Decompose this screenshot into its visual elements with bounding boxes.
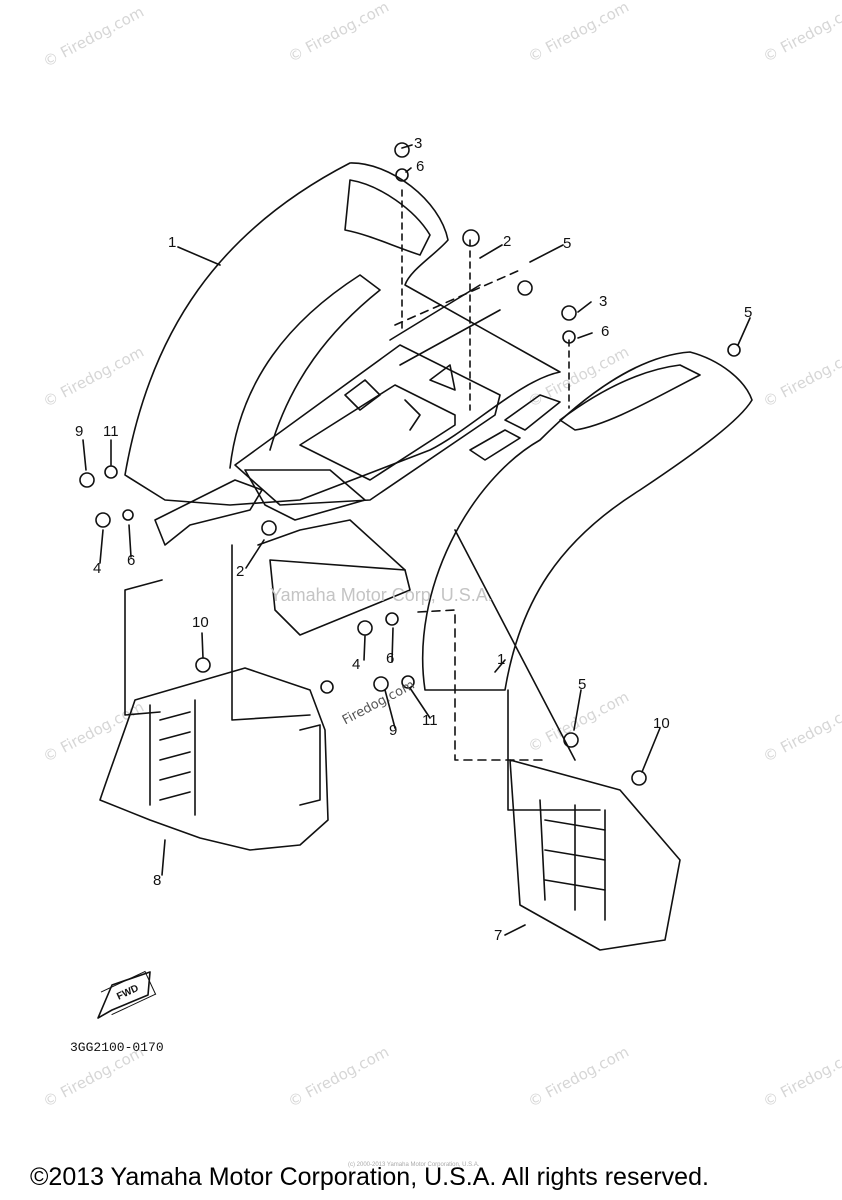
callout-9: 9 <box>389 722 398 739</box>
callout-4: 4 <box>352 656 361 673</box>
right-mudguard-7 <box>509 759 681 951</box>
callout-3: 3 <box>414 135 423 152</box>
callout-11: 11 <box>103 423 119 440</box>
callout-10: 10 <box>653 715 670 732</box>
callout-1: 1 <box>168 234 177 251</box>
left-mudguard-8 <box>99 667 329 851</box>
right-rear-fender <box>421 351 753 691</box>
callout-9: 9 <box>75 423 84 440</box>
diagram-part-code: 3GG2100-0170 <box>70 1040 164 1055</box>
center-watermark: Yamaha Motor Corp, U.S.A. <box>270 585 493 605</box>
callout-7: 7 <box>494 927 503 944</box>
callout-1: 1 <box>497 651 506 668</box>
fine-print: (c) 2000-2013 Yamaha Motor Corporation, … <box>348 1162 480 1168</box>
callout-10: 10 <box>192 614 209 631</box>
callout-8: 8 <box>153 872 162 889</box>
callout-11: 11 <box>422 712 438 729</box>
mud-flap-bracket <box>269 559 411 636</box>
callout-5: 5 <box>578 676 587 693</box>
callout-4: 4 <box>93 560 102 577</box>
callout-6: 6 <box>416 158 425 175</box>
callout-3: 3 <box>599 293 608 310</box>
callout-6: 6 <box>601 323 610 340</box>
callout-2: 2 <box>236 563 245 580</box>
left-rear-fender <box>124 162 561 506</box>
center-tray <box>234 344 501 506</box>
copyright-notice: ©2013 Yamaha Motor Corporation, U.S.A. A… <box>30 1163 709 1191</box>
callout-5: 5 <box>744 304 753 321</box>
callout-6: 6 <box>127 552 136 569</box>
callout-6: 6 <box>386 650 395 667</box>
callout-5: 5 <box>563 235 572 252</box>
fwd-arrow <box>97 971 151 1019</box>
callout-2: 2 <box>503 233 512 250</box>
